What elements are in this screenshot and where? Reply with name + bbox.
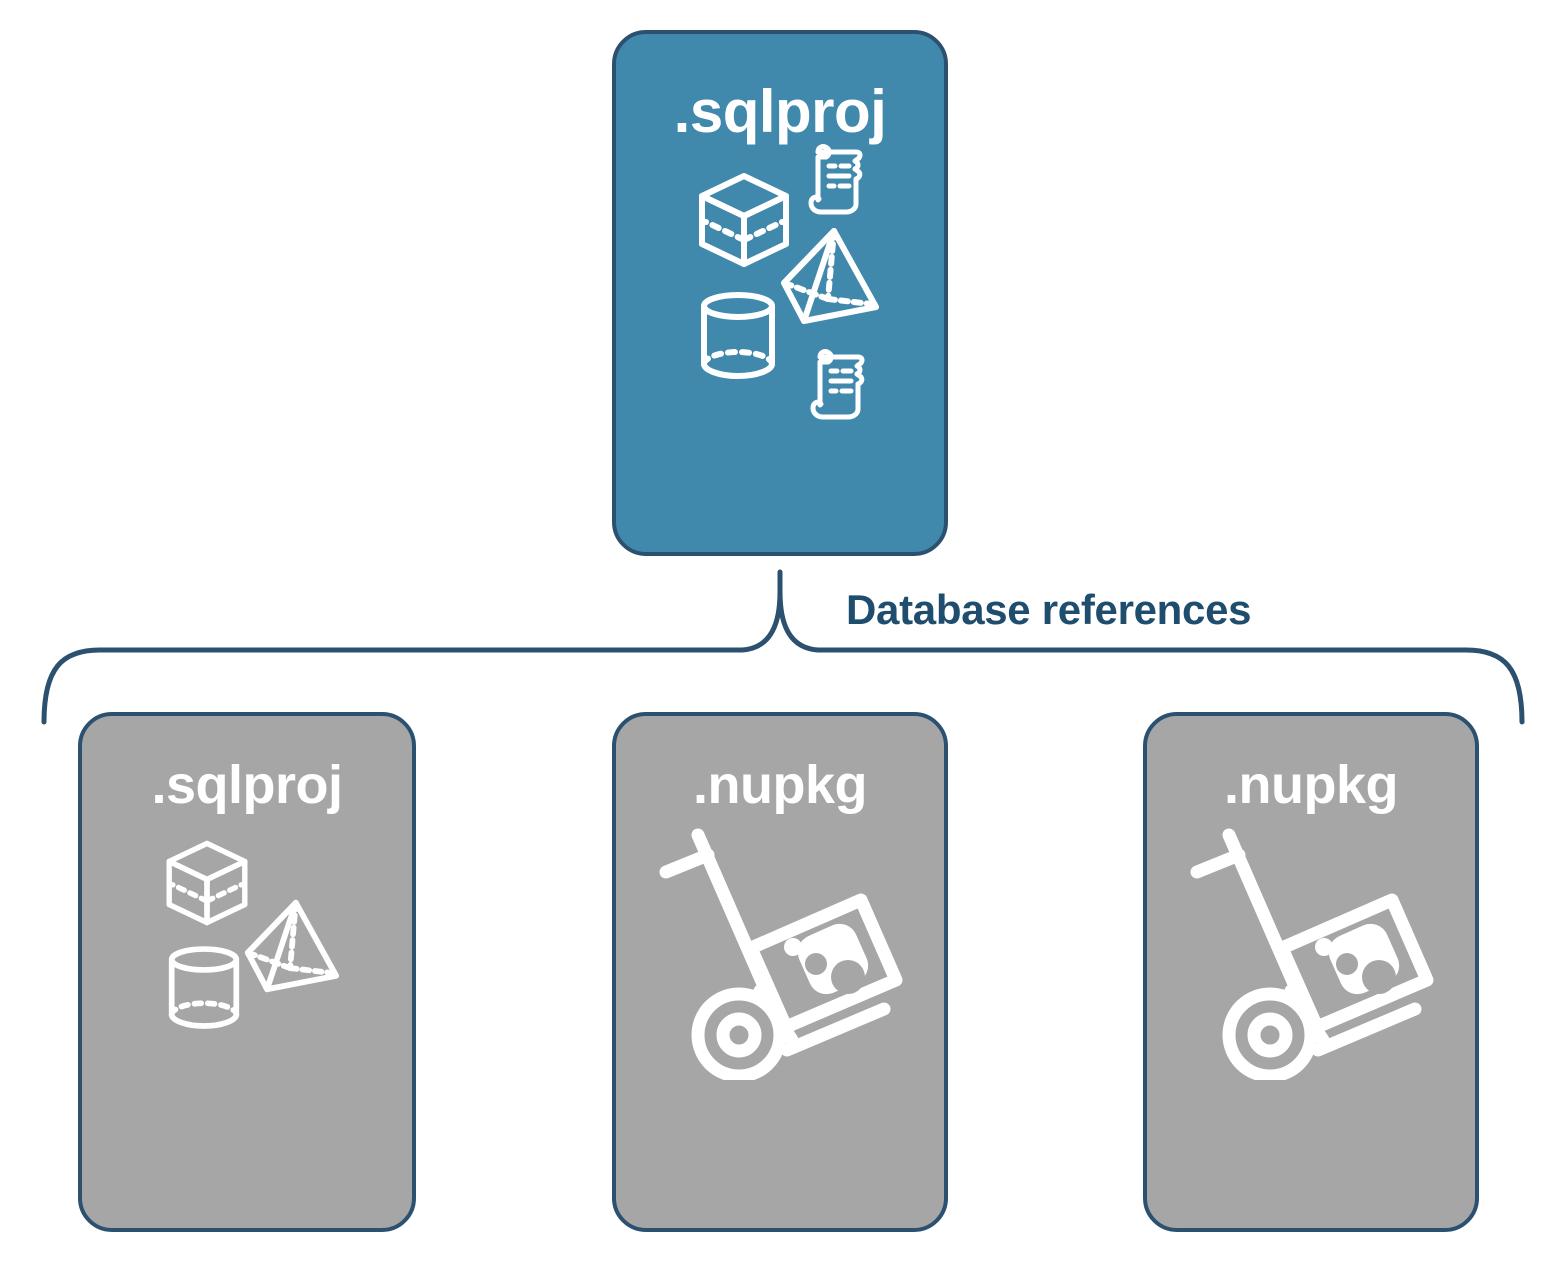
node-title-ref-sqlproj: .sqlproj (151, 755, 343, 815)
node-title-root-sqlproj: .sqlproj (673, 78, 887, 145)
cylinder-icon (168, 946, 240, 1029)
node-art-ref-sqlproj (82, 812, 412, 1228)
node-ref-sqlproj[interactable]: .sqlproj (78, 712, 416, 1232)
node-art-ref-nupkg-2 (1147, 812, 1475, 1228)
cube-icon (699, 173, 789, 267)
scroll-icon (808, 144, 863, 215)
node-art-ref-nupkg-1 (616, 812, 944, 1228)
hand-truck-package-icon (659, 828, 903, 1080)
edge-label-database-references: Database references (846, 586, 1252, 633)
node-title-ref-nupkg-2: .nupkg (1224, 755, 1398, 815)
pyramid-icon (781, 228, 879, 324)
scroll-icon (810, 349, 865, 420)
node-root-sqlproj[interactable]: .sqlproj (612, 30, 948, 556)
node-ref-nupkg-1[interactable]: .nupkg (612, 712, 948, 1232)
hand-truck-package-icon (1190, 828, 1434, 1080)
node-art-root-sqlproj (616, 142, 944, 552)
cube-icon (166, 840, 248, 926)
node-title-ref-nupkg-1: .nupkg (693, 755, 867, 815)
node-ref-nupkg-2[interactable]: .nupkg (1143, 712, 1479, 1232)
pyramid-icon (244, 899, 340, 993)
cylinder-icon (701, 292, 775, 379)
